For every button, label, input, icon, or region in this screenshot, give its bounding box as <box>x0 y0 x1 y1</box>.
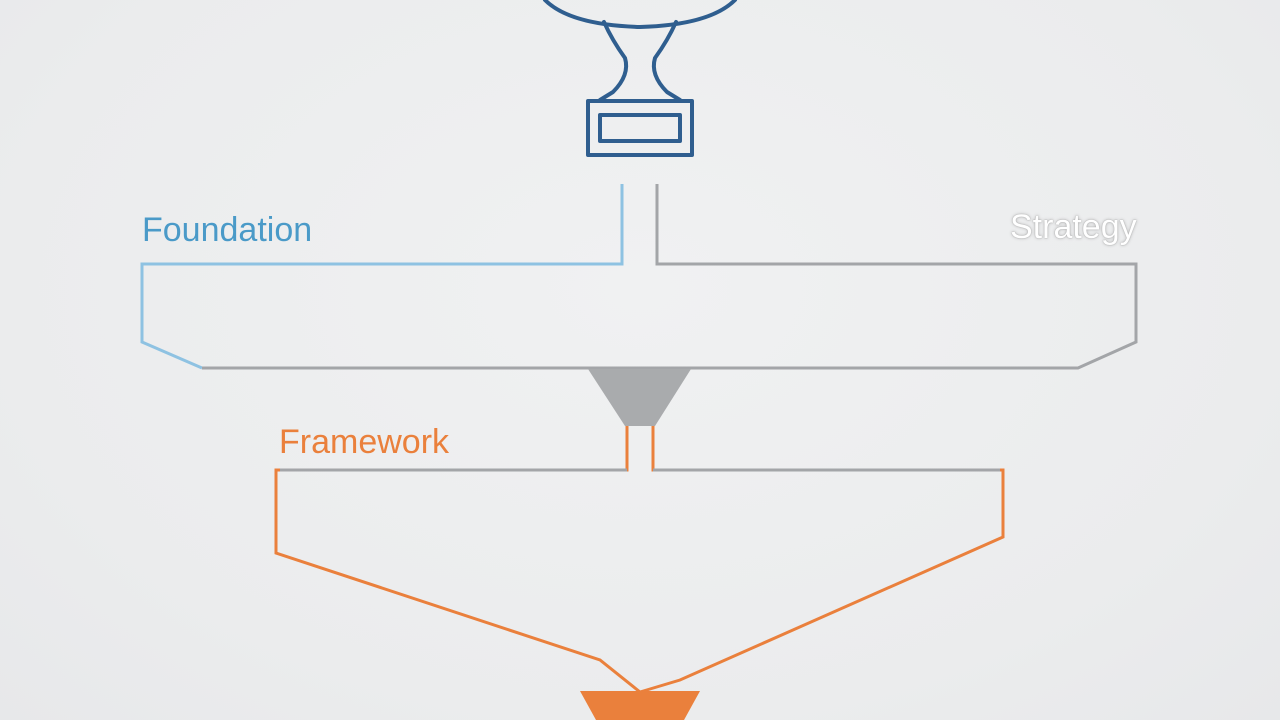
strategy-bracket <box>202 184 1138 370</box>
trophy-base-inner <box>598 113 682 143</box>
trophy-stem-right <box>651 20 682 102</box>
orange-funnel <box>580 691 700 720</box>
trophy-base-outer <box>586 99 694 157</box>
framework-bracket <box>274 426 1005 694</box>
foundation-bracket <box>140 184 624 370</box>
foundation-label: Foundation <box>142 211 313 249</box>
strategy-label: Strategy <box>1010 208 1137 246</box>
framework-label: Framework <box>279 423 450 461</box>
gray-funnel-shape <box>588 369 691 426</box>
framework-right-connector <box>639 426 1005 694</box>
strategy-connector <box>202 184 1138 370</box>
framework-left-connector <box>274 426 641 694</box>
gray-funnel <box>588 369 691 426</box>
orange-funnel-shape <box>580 691 700 720</box>
trophy-stem-left <box>598 20 629 102</box>
trophy-icon <box>543 0 737 157</box>
trophy-cup-bowl <box>543 0 737 29</box>
foundation-connector <box>140 184 624 370</box>
